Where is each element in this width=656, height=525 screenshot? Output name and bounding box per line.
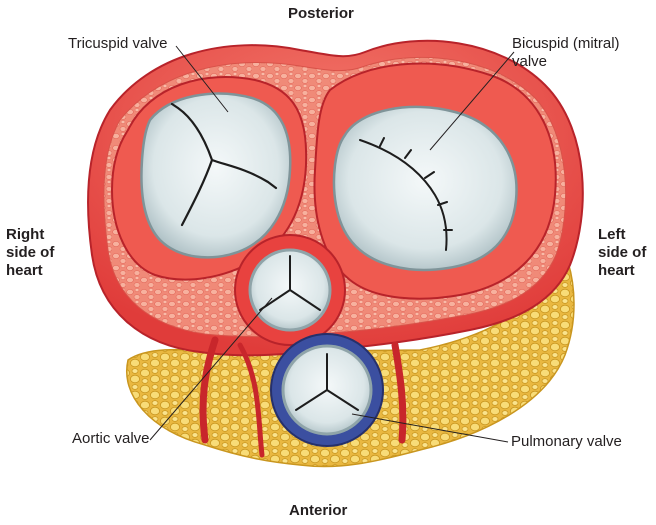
label-bicuspid-valve: Bicuspid (mitral) valve — [512, 35, 620, 71]
label-right-side-line1: Right — [6, 226, 45, 243]
label-aortic-valve: Aortic valve — [72, 430, 150, 447]
tricuspid-cusp-lines — [170, 102, 278, 227]
coronary-artery-lower — [237, 342, 265, 458]
label-anterior: Anterior — [289, 502, 348, 519]
label-left-side-line3: heart — [598, 262, 635, 279]
label-tricuspid-valve: Tricuspid valve — [68, 35, 168, 52]
leader-pulmonary — [351, 413, 509, 443]
tricuspid-valve — [140, 92, 292, 259]
pulmonary-cusp-lines — [295, 353, 359, 411]
label-posterior: Posterior — [288, 5, 354, 22]
leader-aortic — [149, 297, 273, 441]
leader-tricuspid — [175, 45, 229, 113]
label-right-side-line2: side of — [6, 244, 55, 261]
label-bicuspid-line1: Bicuspid (mitral) — [512, 35, 620, 52]
coronary-artery-left — [199, 336, 219, 444]
label-bicuspid-line2: valve — [512, 53, 548, 70]
coronary-artery-right — [391, 341, 407, 444]
label-pulmonary-valve: Pulmonary valve — [511, 433, 622, 450]
leader-bicuspid — [429, 51, 515, 151]
label-left-side-line2: side of — [598, 244, 647, 261]
label-left-side-of-heart: Left side of heart — [598, 226, 646, 280]
bicuspid-cusp-line — [359, 137, 453, 251]
bicuspid-valve — [332, 105, 518, 272]
label-right-side-of-heart: Right side of heart — [6, 226, 54, 280]
label-right-side-line3: heart — [6, 262, 43, 279]
label-left-side-line1: Left — [598, 226, 626, 243]
